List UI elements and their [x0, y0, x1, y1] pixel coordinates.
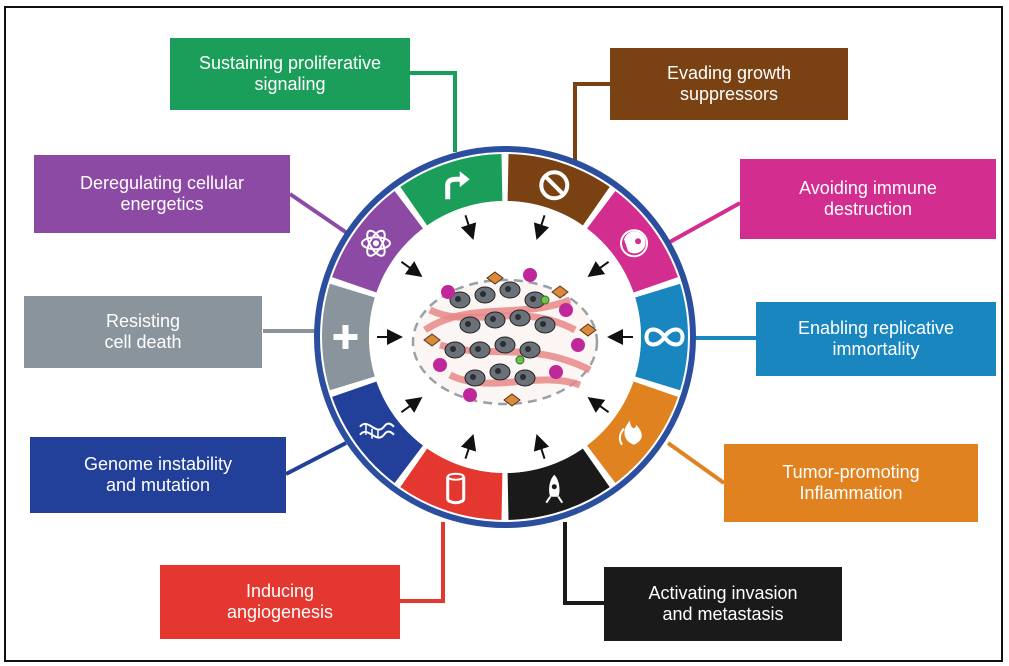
label-energetics: Deregulating cellular energetics: [79, 173, 245, 214]
connectors: [263, 71, 756, 605]
prohibition-icon: [539, 170, 570, 201]
rocket-icon: [545, 474, 564, 504]
label-death: Resisting cell death: [104, 311, 182, 352]
infinity-icon: [644, 327, 685, 347]
inward-arrows: [377, 214, 633, 460]
inward-arrow: [460, 214, 477, 240]
sector-angiogenesis: [400, 448, 503, 520]
dna-icon: [359, 422, 395, 439]
box-resisting-cell-death: Resisting cell death: [24, 296, 262, 368]
box-enabling-replicative-immortality: Enabling replicative immortality: [756, 302, 996, 376]
label-immune: Avoiding immune destruction: [799, 178, 937, 219]
arrow-icon: [445, 171, 470, 200]
ring-icons: [333, 170, 685, 505]
connector-evading: [573, 82, 610, 160]
label-inflammation: Tumor-promoting Inflammation: [782, 462, 920, 503]
connector-genome: [285, 441, 347, 476]
inward-arrow: [400, 260, 423, 278]
connector-angiogenesis: [400, 522, 445, 603]
box-inducing-angiogenesis: Inducing angiogenesis: [160, 565, 400, 639]
inward-arrow: [400, 396, 423, 414]
figure-frame: [4, 6, 1003, 662]
box-tumor-promoting-inflammation: Tumor-promoting Inflammation: [724, 444, 978, 522]
inward-arrow: [533, 214, 550, 240]
flame-icon: [618, 420, 642, 446]
cross-icon: [333, 325, 358, 349]
tumor-microenvironment-illustration: [411, 268, 599, 407]
vessel-icon: [446, 472, 466, 505]
box-deregulating-cellular-energetics: Deregulating cellular energetics: [34, 155, 290, 233]
atom-icon: [360, 229, 391, 257]
inward-arrow: [587, 396, 610, 414]
box-avoiding-immune-destruction: Avoiding immune destruction: [740, 159, 996, 239]
connector-invasion: [563, 522, 604, 605]
label-evading: Evading growth suppressors: [666, 63, 792, 104]
label-genome: Genome instability and mutation: [83, 454, 233, 495]
label-sustaining: Sustaining proliferative signaling: [198, 53, 382, 94]
label-angiogenesis: Inducing angiogenesis: [226, 581, 334, 622]
label-replicative: Enabling replicative immortality: [797, 318, 955, 359]
inward-arrow: [533, 434, 550, 460]
label-invasion: Activating invasion and metastasis: [648, 583, 798, 624]
connector-immune: [667, 201, 741, 245]
sector-sustaining: [400, 154, 503, 226]
connector-energetics: [288, 192, 349, 235]
immune-cell-icon: [620, 229, 649, 258]
box-activating-invasion-metastasis: Activating invasion and metastasis: [604, 567, 842, 641]
box-sustaining-proliferative-signaling: Sustaining proliferative signaling: [170, 38, 410, 110]
box-genome-instability-mutation: Genome instability and mutation: [30, 437, 286, 513]
box-evading-growth-suppressors: Evading growth suppressors: [610, 48, 848, 120]
connector-inflammation: [666, 441, 726, 485]
sector-replicative: [635, 283, 688, 391]
inward-arrow: [460, 434, 477, 460]
inward-arrow: [587, 260, 610, 278]
